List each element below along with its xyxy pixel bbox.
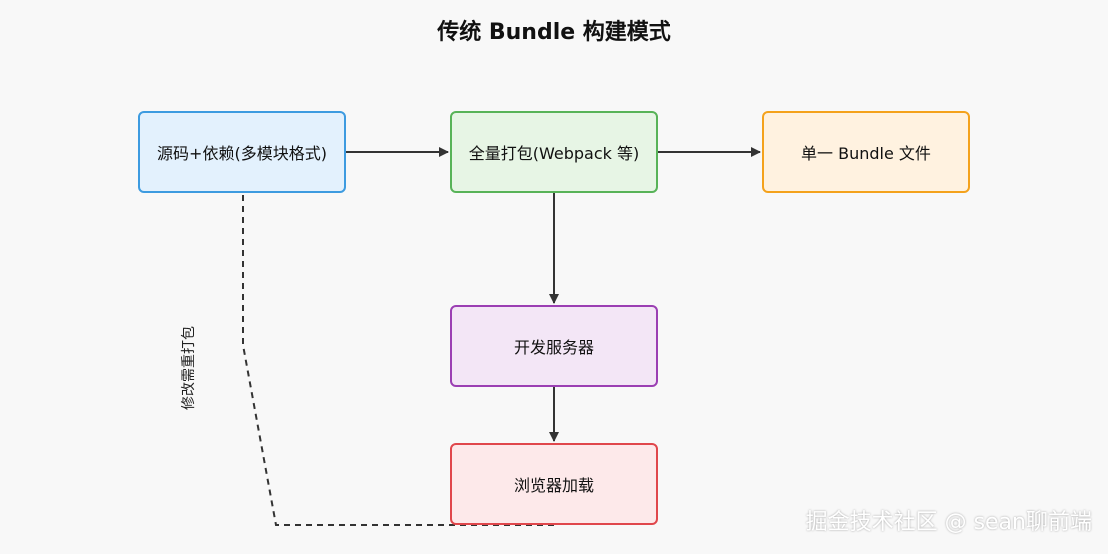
node-devserver: 开发服务器	[450, 305, 658, 387]
node-source: 源码+依赖(多模块格式)	[138, 111, 346, 193]
node-bundle: 全量打包(Webpack 等)	[450, 111, 658, 193]
edge-label-rebuild: 修改需重打包	[181, 326, 197, 410]
watermark: 掘金技术社区 @ sean聊前端	[805, 510, 1092, 535]
node-output: 单一 Bundle 文件	[762, 111, 970, 193]
diagram-title: 传统 Bundle 构建模式	[437, 20, 671, 45]
node-browser: 浏览器加载	[450, 443, 658, 525]
